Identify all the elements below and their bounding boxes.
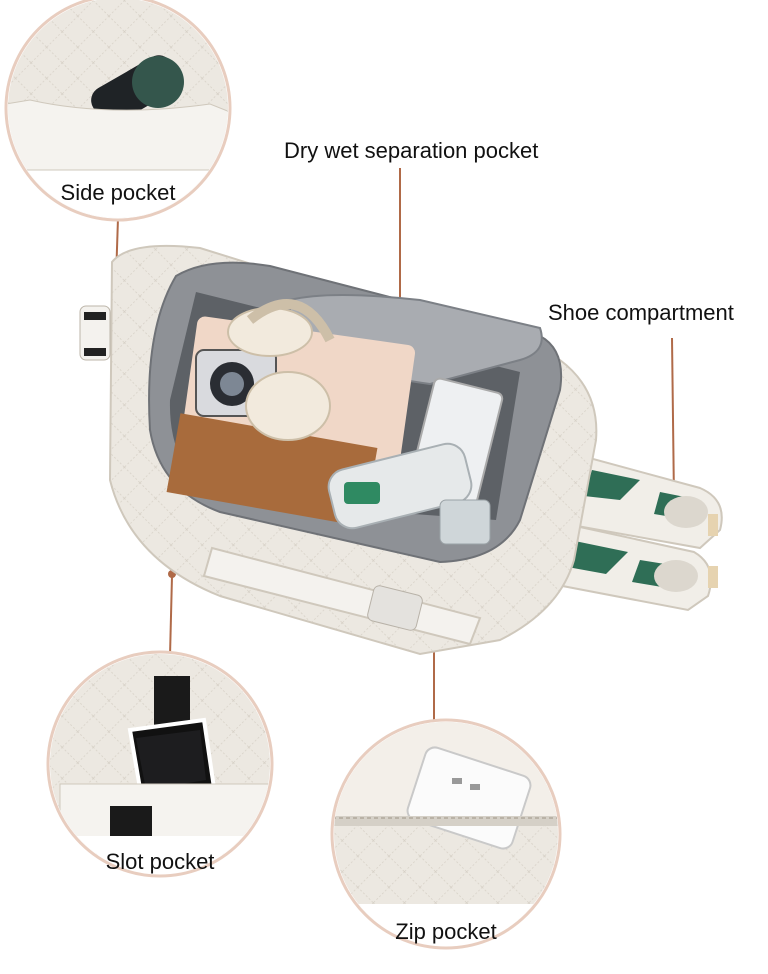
side-pocket-inset: [4, 0, 232, 222]
dry-wet-pocket-label: Dry wet separation pocket: [284, 138, 539, 163]
side-pocket-label: Side pocket: [60, 180, 176, 205]
slot-pocket-inset: [46, 650, 274, 878]
sunglasses-in-slot-icon: [127, 717, 217, 803]
leader-slot-pocket: [169, 575, 173, 657]
leader-shoe: [671, 337, 675, 501]
zip-pocket-label: Zip pocket: [395, 919, 497, 944]
umbrella-in-pocket-icon: [91, 55, 184, 125]
duffel-bag: [79, 244, 723, 656]
sneakers-icon: [546, 448, 723, 612]
slot-pocket-label: Slot pocket: [105, 849, 215, 874]
water-bottle: [327, 442, 491, 545]
shoe-compartment-label: Shoe compartment: [548, 300, 734, 325]
